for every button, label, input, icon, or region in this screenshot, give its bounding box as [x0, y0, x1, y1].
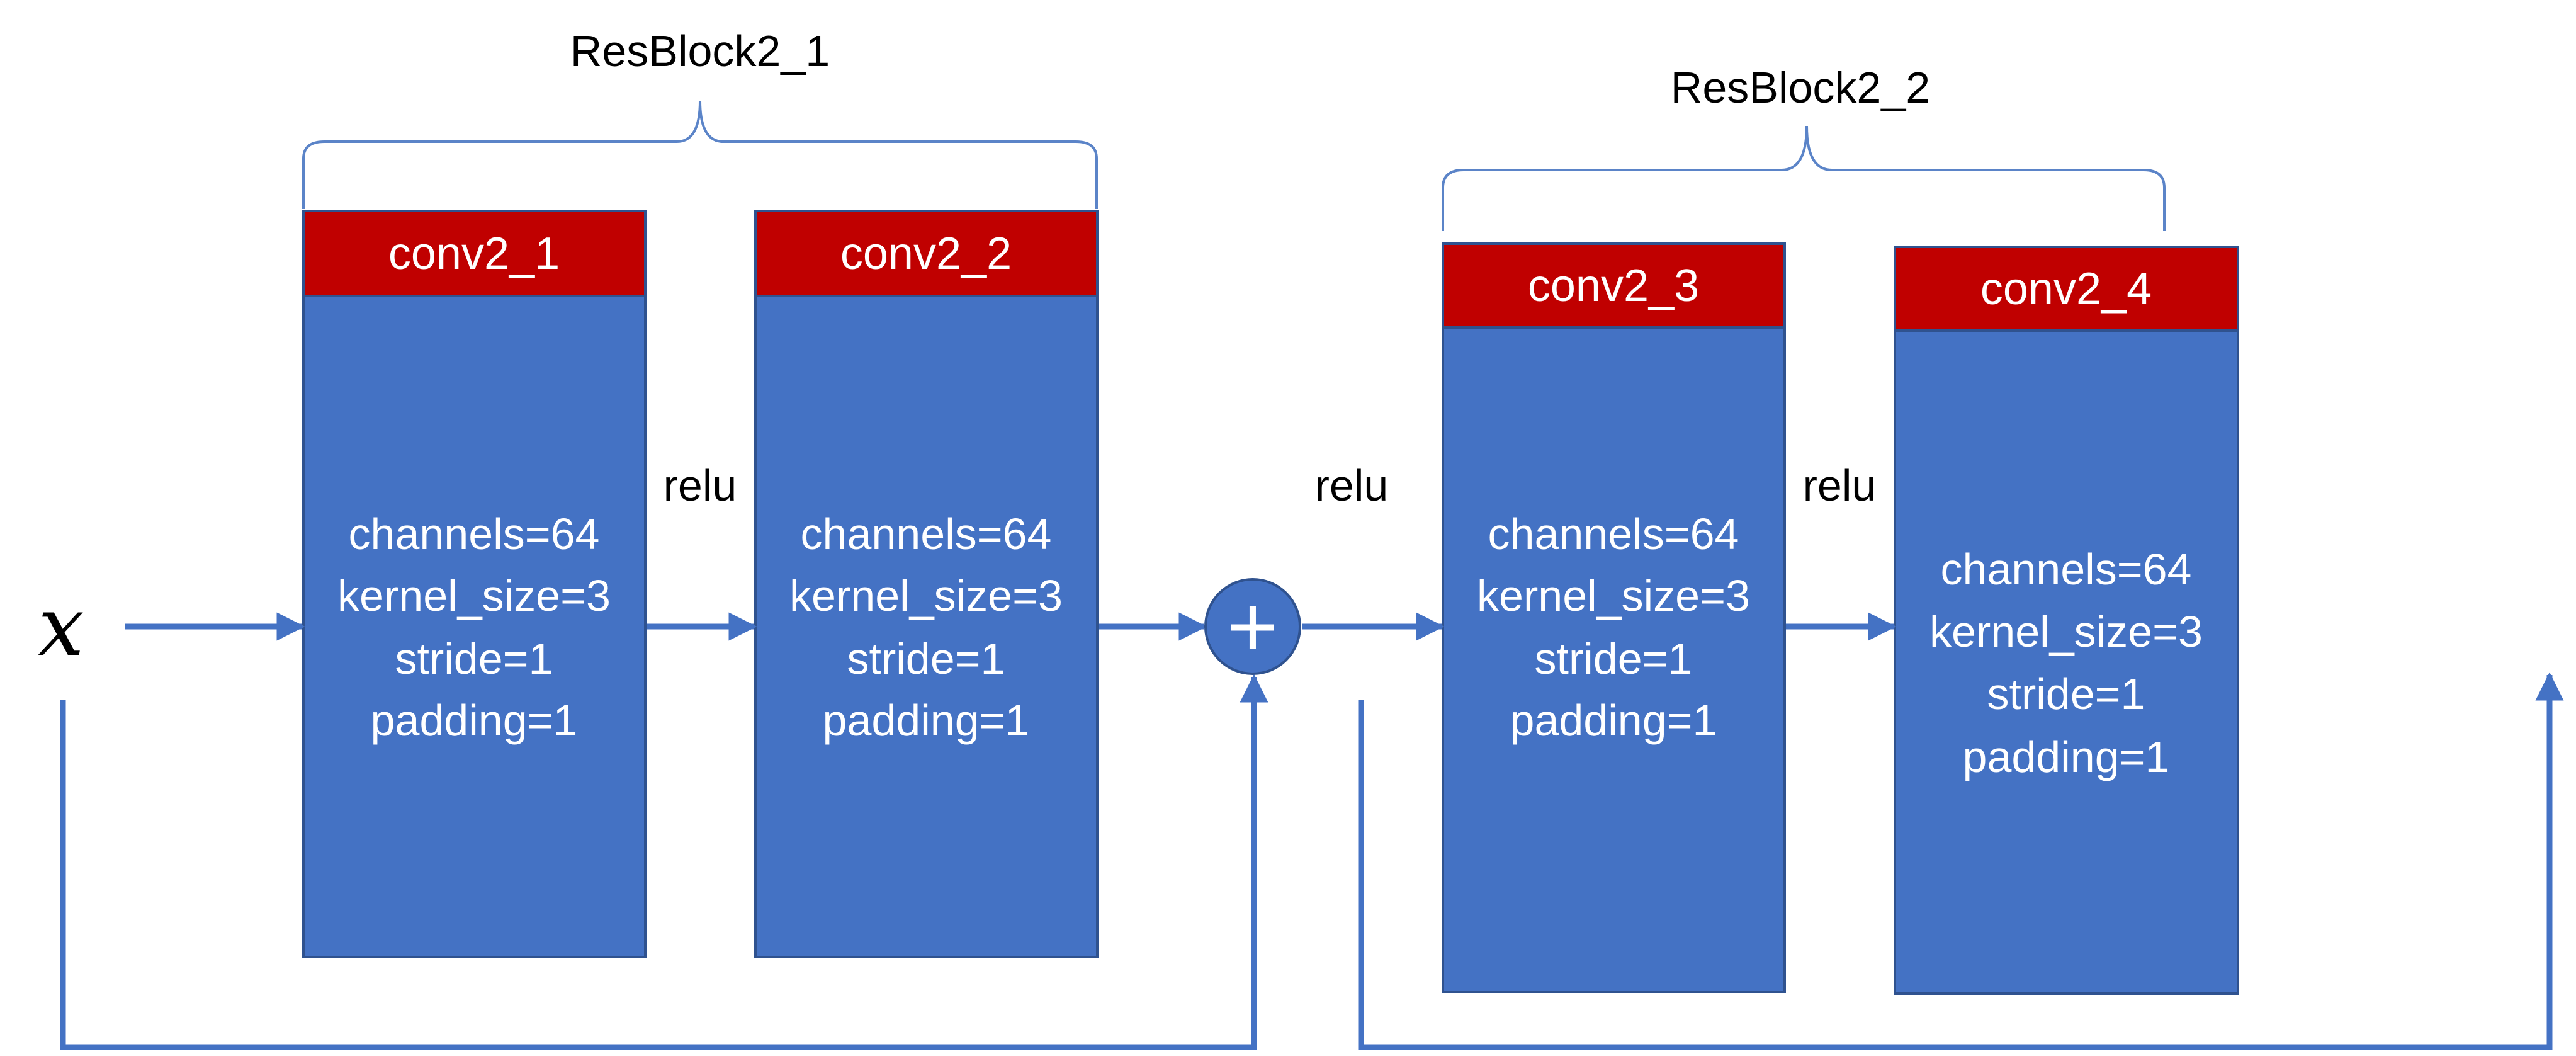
conv-block-body	[754, 295, 1099, 958]
skip-connection-2	[1358, 672, 2564, 1050]
activation-label: relu	[1803, 461, 1877, 510]
conv-param: padding=1	[823, 696, 1030, 745]
activation-label: relu	[664, 461, 737, 510]
conv-param: channels=64	[801, 509, 1052, 559]
plus-icon	[1204, 578, 1301, 675]
conv-param: stride=1	[1535, 634, 1693, 683]
conv-param: kernel_size=3	[337, 571, 611, 620]
conv-param: kernel_size=3	[1477, 571, 1750, 620]
conv-block-header	[1894, 246, 2239, 332]
group-resblock2-1: ResBlock2_1	[302, 26, 1098, 209]
conv-block-title: conv2_1	[388, 229, 560, 279]
skip-connection-1	[60, 674, 1268, 1050]
brace-resblock2-2	[1442, 125, 2166, 231]
conv-param: stride=1	[1987, 669, 2145, 718]
conv-block-title: conv2_4	[1980, 264, 2152, 314]
conv-param: kernel_size=3	[789, 571, 1063, 620]
brace-resblock2-1	[302, 100, 1098, 209]
conv-block-header	[302, 210, 647, 297]
conv-param: kernel_size=3	[1929, 607, 2203, 656]
conv-param: padding=1	[371, 696, 578, 745]
conv-block-header	[754, 210, 1099, 297]
conv-param: stride=1	[847, 634, 1005, 683]
group-label: ResBlock2_2	[1671, 63, 1930, 112]
group-label: ResBlock2_1	[570, 26, 830, 76]
conv-block-conv2-1: conv2_1 channels=64 kernel_size=3 stride…	[302, 210, 647, 958]
conv-block-title: conv2_3	[1528, 261, 1699, 311]
conv-block-conv2-4: conv2_4 channels=64 kernel_size=3 stride…	[1894, 246, 2239, 995]
conv-block-title: conv2_2	[840, 229, 1012, 279]
conv-block-header	[1442, 242, 1786, 329]
sum-node: +	[1204, 577, 1301, 676]
conv-param: channels=64	[349, 509, 600, 559]
conv-block-body	[302, 295, 647, 958]
conv-block-body	[1894, 329, 2239, 995]
group-resblock2-2: ResBlock2_2	[1442, 63, 2166, 231]
input-label: x	[38, 579, 84, 674]
conv-param: channels=64	[1488, 509, 1739, 559]
conv-param: stride=1	[395, 634, 553, 683]
activation-label: relu	[1315, 461, 1389, 510]
sum-symbol: +	[1227, 577, 1279, 676]
conv-param: padding=1	[1963, 732, 2170, 781]
conv-block-conv2-3: conv2_3 channels=64 kernel_size=3 stride…	[1442, 242, 1786, 993]
conv-param: padding=1	[1510, 696, 1717, 745]
conv-block-conv2-2: conv2_2 channels=64 kernel_size=3 stride…	[754, 210, 1099, 958]
conv-param: channels=64	[1941, 545, 2192, 594]
